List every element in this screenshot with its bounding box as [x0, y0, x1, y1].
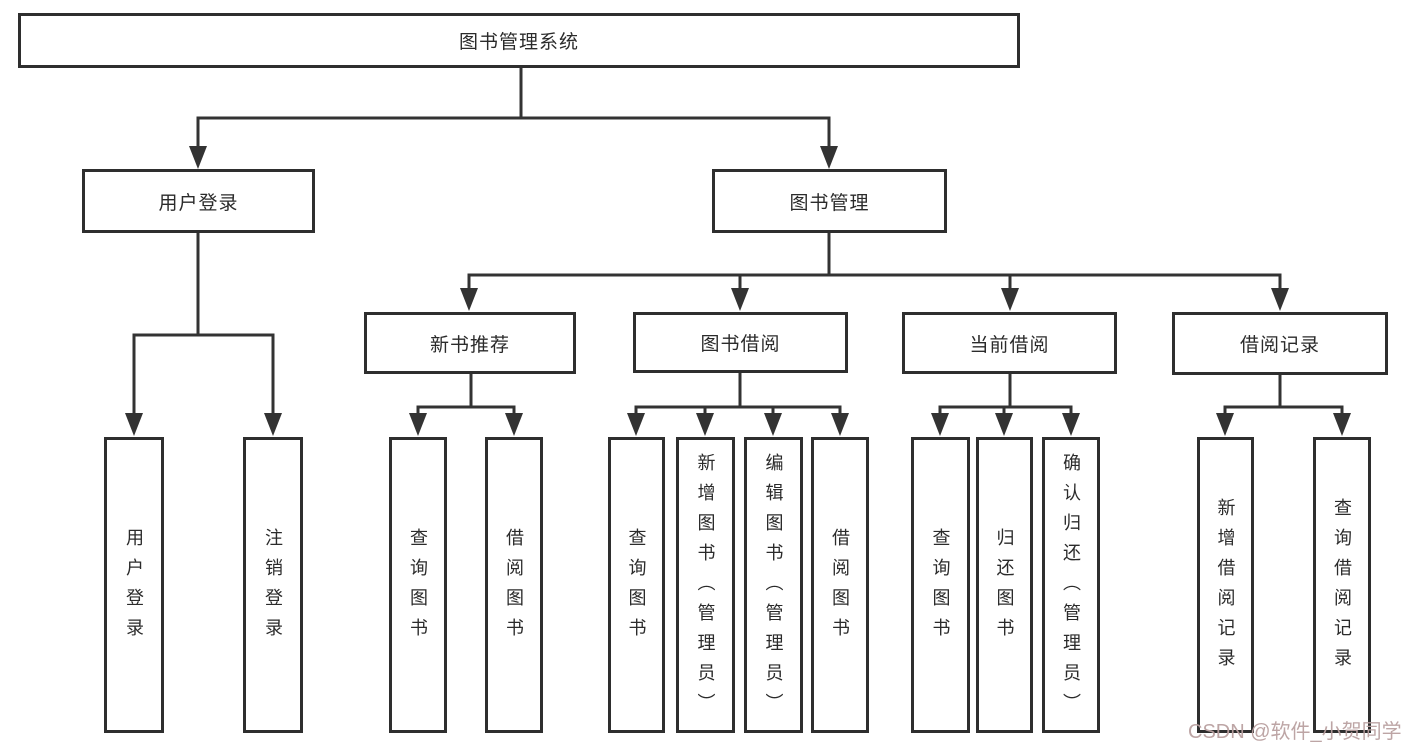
leaf-current-query-book: 查询图书	[911, 437, 970, 733]
node-current-borrow: 当前借阅	[902, 312, 1117, 374]
leaf-current-return-book: 归还图书	[976, 437, 1033, 733]
node-system-root: 图书管理系统	[18, 13, 1020, 68]
leaf-borrow-add-book-admin: 新增图书（管理员）	[676, 437, 735, 733]
leaf-logout: 注销登录	[243, 437, 303, 733]
leaf-borrow-borrow-book: 借阅图书	[811, 437, 869, 733]
node-book-borrow: 图书借阅	[633, 312, 848, 373]
leaf-record-add-borrow-record: 新增借阅记录	[1197, 437, 1254, 733]
leaf-current-confirm-return-admin: 确认归还（管理员）	[1042, 437, 1100, 733]
leaf-user-login: 用户登录	[104, 437, 164, 733]
leaf-recommend-query-book: 查询图书	[389, 437, 447, 733]
leaf-record-query-borrow-record: 查询借阅记录	[1313, 437, 1371, 733]
arrowheads	[125, 146, 1351, 436]
node-book-management: 图书管理	[712, 169, 947, 233]
leaf-borrow-edit-book-admin: 编辑图书（管理员）	[744, 437, 803, 733]
node-user-login: 用户登录	[82, 169, 315, 233]
leaf-borrow-query-book: 查询图书	[608, 437, 665, 733]
node-borrow-record: 借阅记录	[1172, 312, 1388, 375]
csdn-watermark: CSDN @软件_小贺同学	[1188, 721, 1402, 743]
node-new-book-recommend: 新书推荐	[364, 312, 576, 374]
leaf-recommend-borrow-book: 借阅图书	[485, 437, 543, 733]
